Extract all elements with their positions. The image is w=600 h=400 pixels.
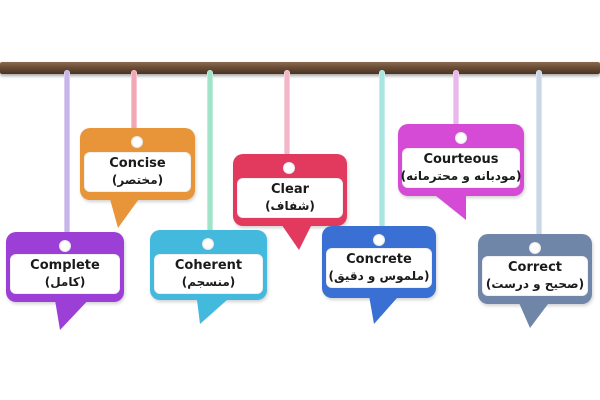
tag-label-fa: (مختصر) — [111, 173, 164, 187]
hole-concise — [131, 136, 143, 148]
tail-concise — [108, 192, 144, 228]
hole-complete — [59, 240, 71, 252]
hole-courteous — [455, 132, 467, 144]
card-concise: Concise (مختصر) — [84, 152, 191, 192]
tag-courteous: Courteous (مودبانه و محترمانه) — [398, 124, 524, 220]
tag-label-fa: (منسجم) — [181, 275, 236, 289]
tag-label-fa: (کامل) — [44, 275, 86, 289]
tail-concrete — [368, 290, 404, 324]
hole-coherent — [202, 238, 214, 250]
string-complete — [64, 70, 70, 244]
tag-label-fa: (مودبانه و محترمانه) — [400, 169, 522, 183]
tag-clear: Clear (شفاف) — [233, 154, 347, 250]
tag-concrete: Concrete (ملموس و دقیق) — [322, 226, 436, 324]
tag-complete: Complete (کامل) — [6, 232, 124, 330]
tail-complete — [54, 294, 94, 330]
tag-label-en: Courteous — [423, 152, 499, 167]
tag-label-en: Concise — [109, 156, 166, 171]
tag-label-en: Coherent — [174, 258, 243, 273]
hole-clear — [283, 162, 295, 174]
tag-label-en: Complete — [30, 258, 100, 273]
tag-coherent: Coherent (منسجم) — [150, 230, 267, 324]
string-concise — [131, 70, 137, 144]
hole-correct — [529, 242, 541, 254]
tail-coherent — [196, 292, 236, 324]
hole-concrete — [373, 234, 385, 246]
tag-label-fa: (شفاف) — [265, 199, 315, 213]
tag-label-fa: (ملموس و دقیق) — [328, 269, 430, 283]
tail-clear — [277, 218, 315, 250]
tag-label-en: Correct — [507, 260, 563, 275]
hanging-rod — [0, 62, 600, 74]
tag-label-en: Concrete — [346, 252, 412, 267]
tag-correct: Correct (صحیح و درست) — [478, 234, 592, 328]
string-concrete — [379, 70, 385, 236]
tag-concise: Concise (مختصر) — [80, 128, 195, 228]
card-courteous: Courteous (مودبانه و محترمانه) — [400, 148, 522, 188]
tag-label-fa: (صحیح و درست) — [485, 277, 585, 291]
card-coherent: Coherent (منسجم) — [154, 254, 263, 294]
string-courteous — [453, 70, 459, 134]
string-coherent — [207, 70, 213, 246]
tail-courteous — [426, 188, 466, 220]
card-complete: Complete (کامل) — [10, 254, 120, 294]
string-clear — [284, 70, 290, 168]
card-clear: Clear (شفاف) — [237, 178, 343, 218]
string-correct — [536, 70, 542, 242]
tail-correct — [516, 296, 554, 328]
card-correct: Correct (صحیح و درست) — [482, 256, 588, 296]
card-concrete: Concrete (ملموس و دقیق) — [326, 248, 432, 288]
tag-label-en: Clear — [271, 182, 309, 197]
